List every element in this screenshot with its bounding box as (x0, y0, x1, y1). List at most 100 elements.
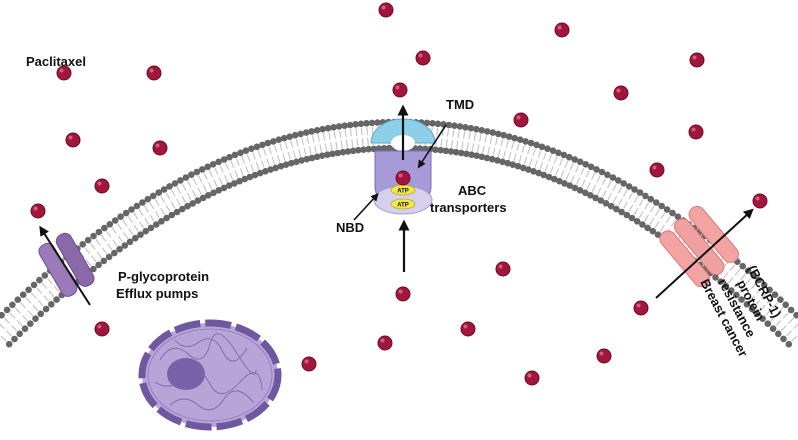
lipid-head (241, 175, 248, 183)
lipid-head (385, 144, 393, 152)
paclitaxel-molecule (613, 85, 629, 101)
paclitaxel-molecule (554, 22, 570, 38)
lipid-head (463, 150, 470, 158)
lipid-head (262, 168, 269, 175)
lipid-head (442, 147, 450, 155)
lipid-head (259, 141, 266, 149)
lipid-head (277, 162, 285, 170)
bcrp-subunit (688, 206, 740, 263)
lipid-head (158, 218, 165, 225)
lipid-head (105, 253, 113, 261)
paclitaxel-molecule (688, 124, 704, 140)
lipid-head (365, 145, 372, 153)
lipid-head (712, 274, 719, 281)
tmd-label: TMD (446, 97, 474, 112)
lipid-head (209, 161, 217, 168)
lipid-head (516, 136, 524, 143)
lipid-head (445, 121, 453, 129)
lipid-head (79, 241, 86, 248)
lipid-head (527, 139, 535, 147)
lipid-head (95, 261, 102, 269)
lipid-head (90, 232, 97, 240)
lipid-head (246, 173, 254, 181)
lipid-head (210, 189, 217, 197)
lipid-head (654, 231, 662, 238)
lipid-head (313, 153, 321, 161)
paclitaxel-molecule (460, 321, 476, 337)
lipid-head (133, 202, 141, 210)
lipid-head (738, 296, 745, 303)
lipid-head (193, 168, 201, 176)
abc-label-line1: ABC (458, 183, 487, 198)
molecule-highlight (33, 206, 38, 211)
lipid-head (766, 286, 773, 294)
lipid-head (647, 195, 655, 203)
lipid-head (522, 138, 529, 145)
lipid-head (593, 166, 600, 173)
lipid-head (754, 310, 761, 318)
paclitaxel-molecule (415, 50, 431, 66)
lipid-head (618, 208, 625, 216)
lipid-head (137, 231, 144, 238)
lipid-head (437, 146, 445, 154)
molecule-highlight (636, 303, 641, 308)
lipid-head (533, 141, 540, 149)
lipid-head (16, 330, 24, 338)
lipid-head (204, 163, 211, 171)
lipid-head (225, 182, 233, 189)
lipid-head (198, 166, 206, 173)
lipid-head (750, 272, 757, 279)
lipid-head (759, 315, 766, 323)
paclitaxel-molecule (65, 132, 81, 148)
paclitaxel-molecule (395, 286, 411, 302)
nucleus-inner-edge (147, 328, 273, 422)
atp-label-top: ATP (397, 189, 409, 195)
paclitaxel-molecule (30, 203, 46, 219)
lipid-head (592, 194, 599, 202)
lipid-head (587, 192, 594, 199)
lipid-head (380, 145, 388, 152)
lipid-head (226, 153, 233, 161)
paclitaxel-label: Paclitaxel (26, 54, 86, 69)
lipid-head (478, 127, 486, 134)
lipid-head (473, 125, 480, 133)
lipid-head (111, 217, 119, 224)
molecule-highlight (97, 324, 102, 329)
lipid-head (777, 296, 784, 304)
lipid-head (117, 213, 124, 220)
lipid-head (253, 143, 261, 151)
lipid-head (293, 158, 300, 166)
lipid-head (494, 157, 501, 164)
lipid-head (722, 282, 730, 290)
lipid-head (53, 296, 60, 303)
p-glycoprotein-pump (38, 225, 95, 306)
lipid-head (451, 122, 458, 129)
lipid-head (782, 301, 789, 309)
lipid-head (122, 209, 130, 217)
lipid-head (147, 224, 155, 232)
lipid-head (623, 211, 631, 219)
molecule-highlight (652, 165, 657, 170)
lipid-head (100, 257, 108, 265)
lipid-head (473, 152, 481, 159)
molecule-highlight (692, 55, 697, 60)
lipid-head (576, 158, 584, 166)
lipid-head (160, 186, 168, 193)
lipid-head (237, 149, 244, 157)
lipid-head (3, 306, 11, 314)
paclitaxel-molecules (30, 2, 768, 386)
lipid-head (514, 162, 522, 170)
paclitaxel-molecule (152, 140, 168, 156)
lipid-head (636, 189, 644, 196)
lipid-head (452, 148, 460, 156)
lipid-head (152, 221, 160, 228)
lipid-head (744, 267, 752, 275)
lipid-head (270, 138, 277, 145)
lipid-head (468, 151, 475, 158)
lipid-head (727, 287, 735, 294)
lipid-head (5, 340, 13, 348)
lipid-head (256, 169, 264, 177)
molecule-highlight (398, 289, 403, 294)
lipid-head (785, 340, 793, 348)
lipid-head (505, 133, 513, 140)
